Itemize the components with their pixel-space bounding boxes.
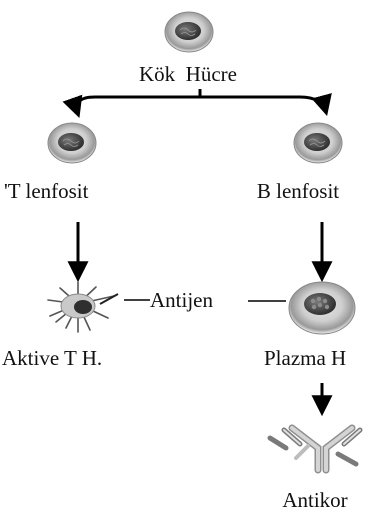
active-t-node: Aktive T H. [2, 282, 118, 370]
plasma-cell-icon [289, 282, 355, 334]
antigen-connector: Antijen [124, 288, 286, 312]
stem-cell-node: Kök Hücre [139, 12, 237, 86]
t-cell-node: 'T lenfosit [4, 123, 96, 203]
cell-icon [165, 12, 213, 52]
spiky-cell-icon [48, 282, 118, 332]
cell-icon [294, 123, 342, 163]
active-t-label: Aktive T H. [2, 346, 102, 370]
b-cell-label: B lenfosit [257, 179, 339, 203]
antibody-icon [270, 428, 360, 470]
b-cell-node: B lenfosit [257, 123, 342, 203]
plasma-node: Plazma H [264, 282, 355, 370]
stem-cell-label: Kök Hücre [139, 62, 237, 86]
branch-connector [77, 89, 326, 114]
cell-icon [48, 123, 96, 163]
t-cell-label: 'T lenfosit [4, 179, 89, 203]
antigen-label: Antijen [150, 288, 213, 312]
antibody-node: Antikor [270, 428, 360, 512]
antibody-label: Antikor [282, 488, 347, 512]
plasma-label: Plazma H [264, 346, 346, 370]
